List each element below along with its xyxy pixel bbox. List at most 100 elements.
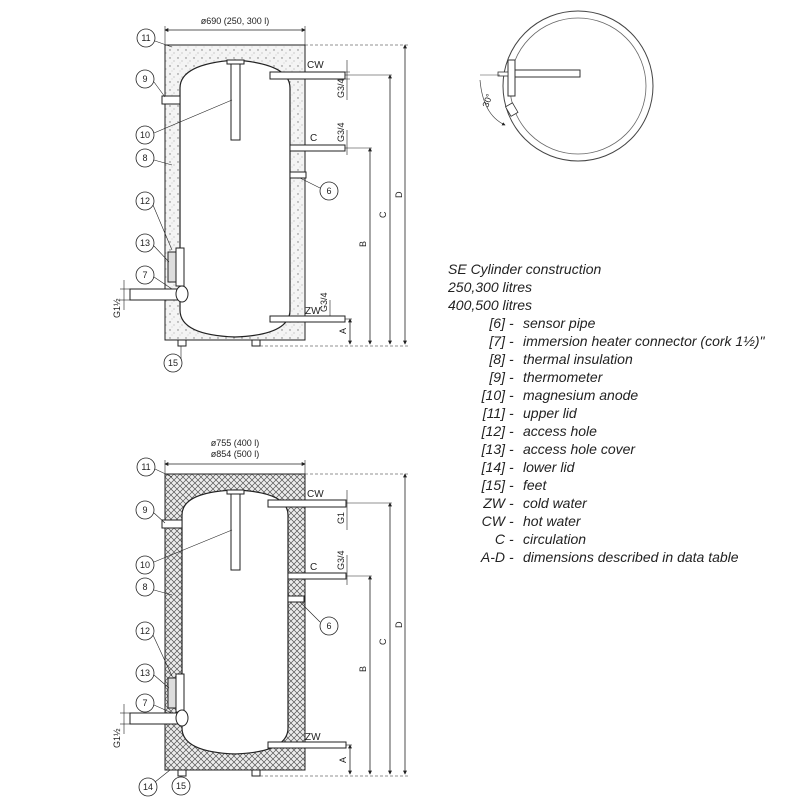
top-magnesium-anode xyxy=(230,63,241,141)
legend-item-desc: upper lid xyxy=(523,405,577,421)
svg-text:6: 6 xyxy=(326,621,331,631)
legend-subtitle-2: 400,500 litres xyxy=(448,297,533,313)
legend-item-key: [15] xyxy=(481,477,505,493)
svg-text:15: 15 xyxy=(168,358,178,368)
legend-item-key: [13] xyxy=(481,441,505,457)
svg-text:11: 11 xyxy=(141,33,150,43)
bottom-magnesium-anode xyxy=(230,493,241,571)
legend-item: [6]-sensor pipe xyxy=(448,314,788,332)
legend-item-key: A-D xyxy=(480,549,505,565)
bottom-g112: G1½ xyxy=(112,728,122,748)
legend-item-key: ZW xyxy=(483,495,505,511)
legend-item: [14]-lower lid xyxy=(448,458,788,476)
top-dim-c: C xyxy=(378,211,388,218)
legend: SE Cylinder construction 250,300 litres … xyxy=(448,260,788,566)
bottom-cylinder-section xyxy=(129,473,347,777)
legend-title: SE Cylinder construction xyxy=(448,261,602,277)
legend-item: A-D-dimensions described in data table xyxy=(448,548,788,566)
top-sensor-pipe xyxy=(289,171,307,179)
bottom-thermometer xyxy=(161,519,183,529)
svg-text:13: 13 xyxy=(140,668,150,678)
svg-text:11: 11 xyxy=(141,462,150,472)
top-inner-tank xyxy=(179,59,291,338)
top-dim-a: A xyxy=(338,328,348,334)
svg-text:13: 13 xyxy=(140,238,150,248)
svg-text:10: 10 xyxy=(140,560,150,570)
top-g112: G1½ xyxy=(112,298,122,318)
top-zw-label: ZW xyxy=(305,306,321,317)
legend-item-desc: circulation xyxy=(523,531,587,547)
svg-text:15: 15 xyxy=(176,781,186,791)
legend-item: C-circulation xyxy=(448,530,788,548)
legend-item-key: [6] xyxy=(489,315,505,331)
bottom-c-label: C xyxy=(310,562,317,573)
svg-text:8: 8 xyxy=(142,153,147,163)
legend-item-key: [8] xyxy=(489,351,505,367)
legend-item-key: [7] xyxy=(489,333,505,349)
legend-item: [12]-access hole xyxy=(448,422,788,440)
bottom-c-pipe xyxy=(287,572,347,580)
top-c-pipe xyxy=(289,144,346,152)
top-dim-d: D xyxy=(394,191,404,198)
svg-text:9: 9 xyxy=(142,74,147,84)
legend-item-desc: lower lid xyxy=(523,459,575,475)
legend-item-desc: immersion heater connector (cork 1½)" xyxy=(523,333,765,349)
legend-item: CW-hot water xyxy=(448,512,788,530)
legend-item-key: [14] xyxy=(481,459,505,475)
legend-item-desc: access hole cover xyxy=(523,441,636,457)
legend-list: [6]-sensor pipe[7]-immersion heater conn… xyxy=(448,314,788,566)
top-dim-b: B xyxy=(358,241,368,247)
svg-text:6: 6 xyxy=(326,186,331,196)
legend-item-desc: access hole xyxy=(523,423,597,439)
bottom-diameter-400: ø755 (400 l) xyxy=(211,438,260,448)
svg-text:10: 10 xyxy=(140,130,150,140)
plan-angle: 30° xyxy=(480,92,494,109)
top-cylinder-section xyxy=(129,44,346,347)
bottom-diameter-500: ø854 (500 l) xyxy=(211,449,260,459)
legend-item-desc: magnesium anode xyxy=(523,387,639,403)
legend-item: ZW-cold water xyxy=(448,494,788,512)
legend-item: [8]-thermal insulation xyxy=(448,350,788,368)
legend-item-desc: dimensions described in data table xyxy=(523,549,739,565)
bottom-zw-label: ZW xyxy=(305,732,321,743)
svg-text:12: 12 xyxy=(140,196,150,206)
legend-item-key: C xyxy=(494,531,505,547)
legend-item-desc: thermometer xyxy=(523,369,603,385)
legend-item: [10]-magnesium anode xyxy=(448,386,788,404)
svg-text:9: 9 xyxy=(142,505,147,515)
svg-text:7: 7 xyxy=(142,698,147,708)
bottom-g34: G3/4 xyxy=(336,550,346,570)
legend-item: [13]-access hole cover xyxy=(448,440,788,458)
legend-item: [15]-feet xyxy=(448,476,788,494)
legend-item-key: [11] xyxy=(482,405,505,421)
bottom-inner-tank xyxy=(181,489,289,755)
bottom-dim-a: A xyxy=(338,757,348,763)
plan-view: 30° xyxy=(479,10,654,162)
bottom-dim-c: C xyxy=(378,638,388,645)
legend-item: [11]-upper lid xyxy=(448,404,788,422)
top-g34-top: G3/4 xyxy=(336,78,346,98)
legend-item: [9]-thermometer xyxy=(448,368,788,386)
top-cw-pipe xyxy=(269,71,346,80)
top-callouts: 11 9 10 8 12 13 7 6 15 xyxy=(135,28,339,373)
legend-item-key: CW xyxy=(481,513,505,529)
bottom-callouts: 11 9 10 8 12 13 7 6 14 15 xyxy=(135,457,339,797)
legend-item-key: [12] xyxy=(481,423,505,439)
legend-item-desc: hot water xyxy=(523,513,581,529)
legend-item-key: [9] xyxy=(489,369,505,385)
bottom-dim-b: B xyxy=(358,666,368,672)
svg-text:8: 8 xyxy=(142,582,147,592)
svg-text:7: 7 xyxy=(142,270,147,280)
top-g34-mid: G3/4 xyxy=(336,122,346,142)
bottom-g1: G1 xyxy=(336,512,346,524)
top-cw-label: CW xyxy=(307,60,324,71)
bottom-sensor-pipe xyxy=(287,595,305,603)
bottom-cw-pipe xyxy=(267,499,347,508)
legend-item-desc: thermal insulation xyxy=(523,351,633,367)
legend-item-key: [10] xyxy=(481,387,505,403)
top-c-label: C xyxy=(310,133,317,144)
legend-subtitle-1: 250,300 litres xyxy=(448,279,533,295)
top-diameter-label: ø690 (250, 300 l) xyxy=(201,16,270,26)
bottom-cw-label: CW xyxy=(307,489,324,500)
